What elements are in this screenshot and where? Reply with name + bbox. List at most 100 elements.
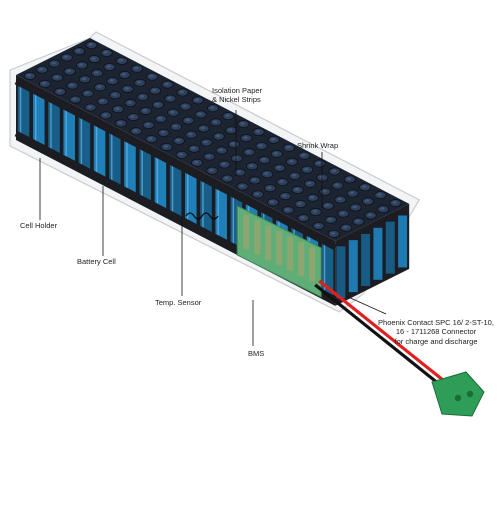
bms-component (298, 241, 305, 276)
cell-cap-highlight (136, 80, 142, 84)
cell-cap-highlight (246, 150, 251, 153)
cell-cap-highlight (103, 51, 109, 54)
cell-cap-highlight (200, 126, 205, 130)
cell-cap-highlight (170, 110, 175, 114)
cell-cap-highlight (127, 101, 132, 104)
cell-cap-highlight (346, 177, 352, 181)
isolation-paper-label-line2: & Nickel Strips (212, 95, 261, 105)
cell-cap-highlight (322, 189, 327, 193)
cell-cap-highlight (157, 116, 163, 120)
cell-cap-highlight (340, 211, 345, 215)
cell-cap-highlight (185, 118, 190, 122)
cell-cap-highlight (343, 225, 348, 229)
battery-cell-label: Battery Cell (77, 257, 116, 266)
cell-cap-highlight (209, 168, 214, 172)
end-battery-cell (336, 246, 346, 299)
cell-cap-highlight (301, 153, 306, 157)
cell-cap-highlight (364, 199, 370, 202)
cell-cap-highlight (121, 73, 127, 76)
cell-cap-highlight (139, 94, 145, 98)
cell-cap-highlight (312, 210, 318, 213)
connector-label-line2: 16 - 1711268 Connector (395, 327, 477, 337)
connector-label-line3: for charge and discharge (394, 336, 478, 346)
cell-cap-highlight (197, 112, 203, 116)
cell-cap-highlight (337, 197, 342, 201)
cell-cap-highlight (54, 75, 59, 79)
cell-cap-highlight (97, 85, 102, 88)
cell-cap-highlight (173, 124, 178, 128)
bms-component (254, 220, 261, 255)
cell-cap-highlight (304, 167, 309, 171)
cell-cap-highlight (91, 57, 96, 60)
cell-cap-highlight (163, 145, 168, 148)
cell-cap-highlight (276, 166, 281, 169)
cell-cap-highlight (355, 219, 360, 223)
cell-cap-highlight (309, 195, 315, 199)
cell-cap-highlight (99, 99, 105, 102)
cell-cap-highlight (258, 144, 263, 147)
cell-cap-highlight (291, 173, 297, 177)
bms-component (309, 247, 316, 282)
cell-cap-highlight (78, 63, 84, 66)
cell-cap-highlight (210, 106, 215, 109)
black-wire (314, 283, 445, 390)
cell-cap-highlight (279, 180, 284, 183)
shrink-wrap-label: Shrink Wrap (297, 141, 339, 150)
cell-cap-highlight (288, 159, 294, 163)
cell-cap-highlight (149, 74, 154, 78)
cell-cap-highlight (228, 128, 233, 131)
cell-cap-highlight (254, 192, 260, 196)
cell-cap-highlight (148, 137, 153, 140)
isolation-paper-label: Isolation Paper & Nickel Strips (212, 86, 262, 105)
cell-cap-highlight (273, 152, 279, 155)
cell-cap-highlight (240, 122, 245, 125)
cell-cap-highlight (297, 202, 302, 205)
bms-label: BMS (248, 349, 265, 358)
bms-component (243, 214, 250, 249)
cell-cap-highlight (267, 186, 272, 189)
temp-sensor-wire (185, 212, 219, 220)
isolation-paper-label-line1: Isolation Paper (212, 86, 263, 95)
cell-cap-highlight (392, 201, 397, 204)
cell-cap-highlight (106, 65, 111, 68)
cell-cap-highlight (362, 185, 367, 188)
cell-cap-highlight (377, 193, 382, 196)
cell-cap-highlight (193, 160, 199, 164)
cell-cap-highlight (367, 213, 373, 217)
cell-cap-highlight (182, 104, 187, 108)
bms-component (287, 236, 294, 271)
cell-cap-highlight (133, 129, 138, 132)
cell-cap-highlight (251, 178, 257, 181)
cell-cap-highlight (41, 81, 47, 85)
cell-cap-highlight (130, 115, 135, 118)
cell-cap-highlight (164, 82, 169, 86)
cell-cap-highlight (249, 164, 254, 167)
cell-cap-highlight (152, 88, 157, 92)
cell-cap-highlight (109, 79, 114, 82)
cell-cap-highlight (334, 183, 339, 187)
cell-cap-highlight (224, 176, 229, 180)
connector-label: Phoenix Contact SPC 16/ 2-ST-10, 16 - 17… (375, 318, 497, 346)
cell-cap-highlight (215, 134, 221, 138)
cell-cap-highlight (66, 69, 72, 73)
temp-sensor-label: Temp. Sensor (155, 298, 202, 307)
cell-cap-highlight (76, 49, 81, 52)
cell-cap-highlight (88, 43, 93, 46)
cell-cap-highlight (154, 102, 160, 106)
cell-cap-highlight (261, 158, 266, 161)
cell-cap-highlight (319, 175, 324, 179)
holder-band-top (14, 78, 337, 251)
cell-cap-highlight (327, 217, 333, 221)
cell-cap-highlight (175, 138, 181, 142)
cell-cap-highlight (352, 205, 357, 209)
cell-cap-highlight (72, 97, 77, 101)
end-battery-cell (348, 240, 358, 293)
cell-cap-highlight (115, 107, 120, 110)
cell-cap-highlight (160, 131, 166, 134)
red-wire (318, 279, 449, 386)
cell-cap-highlight (94, 71, 99, 74)
cell-cap-highlight (349, 191, 355, 195)
pack-top-face (16, 38, 410, 241)
cell-cap-highlight (39, 67, 44, 71)
